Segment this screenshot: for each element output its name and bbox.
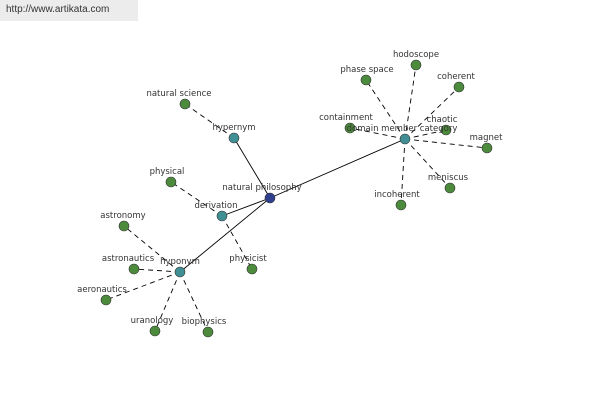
node-physical[interactable] — [165, 176, 177, 188]
edge-hypernym-to-natural-science — [184, 103, 235, 139]
node-physicist[interactable] — [246, 263, 258, 275]
edge-hyponym-to-biophysics — [179, 271, 209, 333]
edge-domain-member-category-to-containment — [349, 127, 406, 140]
node-natural-philosophy[interactable] — [264, 192, 276, 204]
label-containment[interactable]: containment — [319, 113, 373, 123]
label-hypernym[interactable]: hypernym — [212, 123, 255, 133]
node-natural-science[interactable] — [179, 98, 191, 110]
node-hypernym[interactable] — [228, 132, 240, 144]
label-natural-science[interactable]: natural science — [146, 89, 211, 99]
node-meniscus[interactable] — [444, 182, 456, 194]
node-derivation[interactable] — [216, 210, 228, 222]
label-coherent[interactable]: coherent — [437, 72, 475, 82]
edge-natural-philosophy-to-hyponym — [179, 197, 271, 273]
label-meniscus[interactable]: meniscus — [428, 173, 469, 183]
edge-domain-member-category-to-magnet — [404, 138, 488, 149]
edge-domain-member-category-to-meniscus — [404, 138, 451, 189]
label-hyponym[interactable]: hyponym — [160, 257, 200, 267]
edge-hyponym-to-uranology — [154, 271, 181, 332]
label-incoherent[interactable]: incoherent — [374, 190, 420, 200]
node-uranology[interactable] — [149, 325, 161, 337]
node-magnet[interactable] — [481, 142, 493, 154]
node-chaotic[interactable] — [440, 124, 452, 136]
edge-hyponym-to-astronomy — [123, 225, 181, 273]
node-astronomy[interactable] — [118, 220, 130, 232]
edge-derivation-to-physical — [170, 181, 223, 217]
label-astronautics[interactable]: astronautics — [102, 254, 155, 264]
edge-domain-member-category-to-incoherent — [400, 138, 406, 206]
label-chaotic[interactable]: chaotic — [427, 115, 458, 125]
node-domain-member-category[interactable] — [399, 133, 411, 145]
edge-natural-philosophy-to-hypernym — [233, 137, 271, 199]
node-incoherent[interactable] — [395, 199, 407, 211]
edge-domain-member-category-to-coherent — [404, 86, 460, 140]
source-url[interactable]: http://www.artikata.com — [6, 4, 110, 15]
label-natural-philosophy[interactable]: natural philosophy — [222, 183, 301, 193]
edge-hyponym-to-aeronautics — [105, 271, 181, 301]
edge-hyponym-to-astronautics — [133, 268, 181, 273]
node-containment[interactable] — [344, 122, 356, 134]
label-biophysics[interactable]: biophysics — [182, 317, 227, 327]
node-coherent[interactable] — [453, 81, 465, 93]
node-hodoscope[interactable] — [410, 59, 422, 71]
edge-domain-member-category-to-phase-space — [365, 79, 406, 140]
edge-derivation-to-physicist — [221, 215, 253, 270]
label-domain-member-category[interactable]: domain member category — [347, 124, 458, 134]
edge-natural-philosophy-to-derivation — [221, 197, 271, 217]
source-url-banner: http://www.artikata.com — [0, 0, 138, 21]
label-derivation[interactable]: derivation — [194, 201, 237, 211]
node-biophysics[interactable] — [202, 326, 214, 338]
label-aeronautics[interactable]: aeronautics — [77, 285, 127, 295]
node-hyponym[interactable] — [174, 266, 186, 278]
node-astronautics[interactable] — [128, 263, 140, 275]
edge-domain-member-category-to-hodoscope — [404, 64, 417, 140]
label-phase-space[interactable]: phase space — [340, 65, 393, 75]
label-hodoscope[interactable]: hodoscope — [393, 50, 439, 60]
edge-natural-philosophy-to-domain-member-category — [269, 138, 406, 199]
label-astronomy[interactable]: astronomy — [100, 211, 145, 221]
edge-domain-member-category-to-chaotic — [404, 129, 447, 140]
label-uranology[interactable]: uranology — [131, 316, 174, 326]
node-phase-space[interactable] — [360, 74, 372, 86]
node-aeronautics[interactable] — [100, 294, 112, 306]
label-physicist[interactable]: physicist — [229, 254, 267, 264]
label-magnet[interactable]: magnet — [470, 133, 504, 143]
label-physical[interactable]: physical — [150, 167, 185, 177]
